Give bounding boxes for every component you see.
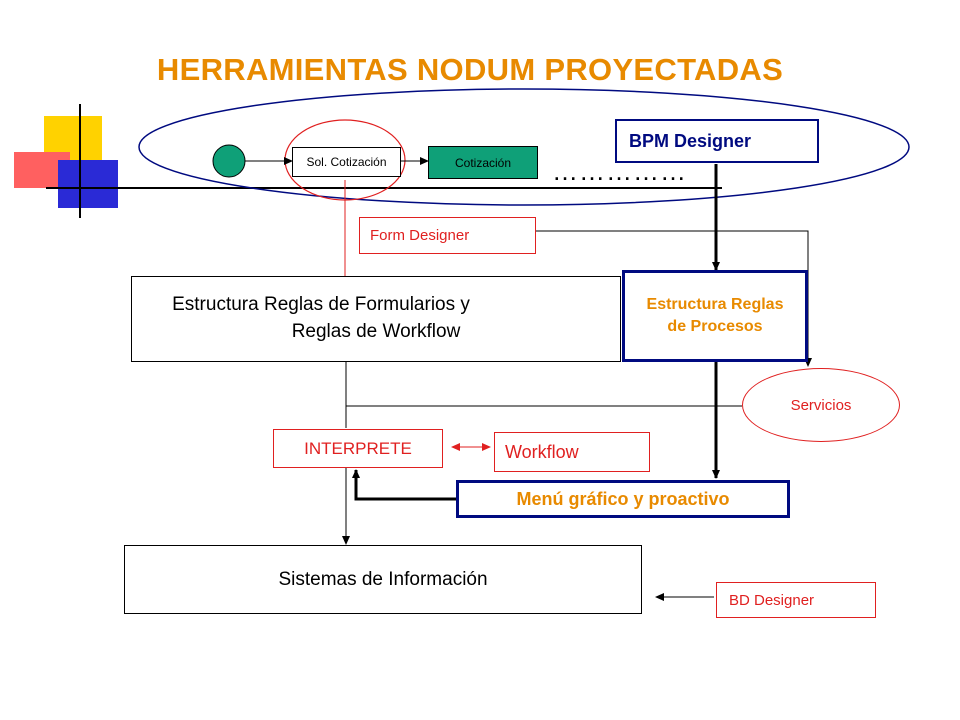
estructura-procesos-line1: Estructura Reglas [646, 295, 784, 313]
node-interprete-label: INTERPRETE [304, 438, 412, 458]
start-event-icon[interactable] [212, 144, 246, 178]
page-title: HERRAMIENTAS NODUM PROYECTADAS [156, 52, 784, 87]
node-menu-grafico[interactable]: Menú gráfico y proactivo [456, 480, 790, 518]
estructura-procesos-line2: de Procesos [667, 318, 763, 335]
node-workflow[interactable]: Workflow [494, 432, 650, 472]
node-servicios[interactable]: Servicios [742, 368, 900, 442]
node-estructura-procesos[interactable]: Estructura Reglas de Procesos [622, 270, 808, 362]
estructura-formularios-line1: Estructura Reglas de Formularios y [172, 294, 470, 316]
estructura-formularios-line2: Reglas de Workflow [291, 321, 461, 342]
node-servicios-label: Servicios [790, 396, 852, 414]
node-interprete[interactable]: INTERPRETE [273, 429, 443, 468]
node-sol-cotizacion-label: Sol. Cotización [306, 155, 387, 169]
node-sol-cotizacion[interactable]: Sol. Cotización [292, 147, 401, 177]
node-cotizacion-label: Cotización [454, 155, 512, 170]
node-menu-grafico-label: Menú gráfico y proactivo [516, 488, 730, 509]
node-sistemas-informacion[interactable]: Sistemas de Información [124, 545, 642, 614]
node-bpm-designer[interactable]: BPM Designer [615, 119, 819, 163]
node-form-designer-label: Form Designer [370, 227, 470, 244]
node-sistemas-informacion-label: Sistemas de Información [278, 568, 488, 590]
node-cotizacion[interactable]: Cotización [428, 146, 538, 179]
bpm-scope-ellipse [138, 88, 910, 206]
node-workflow-label: Workflow [505, 441, 579, 462]
node-bd-designer[interactable]: BD Designer [716, 582, 876, 618]
node-bpm-designer-label: BPM Designer [629, 130, 752, 151]
node-estructura-formularios[interactable]: Estructura Reglas de Formularios y Regla… [131, 276, 621, 362]
node-bd-designer-label: BD Designer [729, 591, 815, 609]
node-form-designer[interactable]: Form Designer [359, 217, 536, 254]
corner-logo-icon [14, 104, 722, 218]
